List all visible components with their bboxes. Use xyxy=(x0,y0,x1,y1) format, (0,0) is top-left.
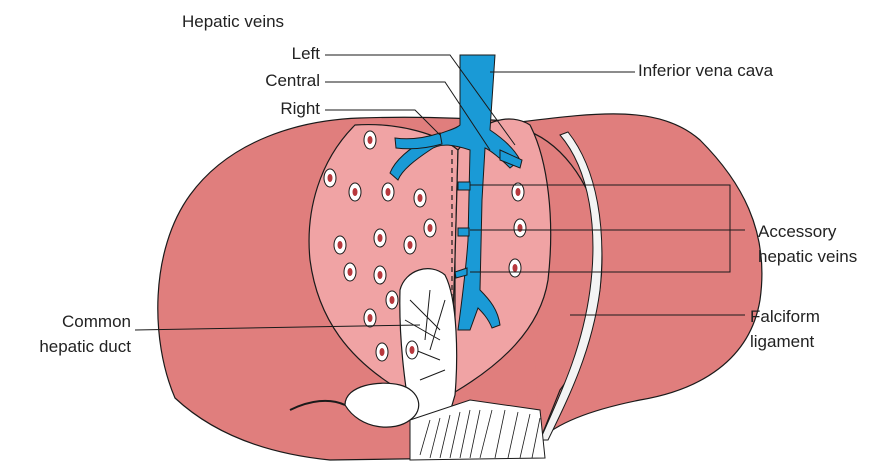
vessel-lumen xyxy=(410,346,415,354)
vessel-lumen xyxy=(348,268,353,276)
label-left: Left xyxy=(200,43,320,65)
vessel-lumen xyxy=(378,234,383,242)
vessel-lumen xyxy=(353,188,358,196)
label-falciform: Falciform xyxy=(750,306,820,328)
vessel-lumen xyxy=(368,314,373,322)
label-common: Common xyxy=(0,311,131,333)
vessel-lumen xyxy=(338,241,343,249)
vessel-lumen xyxy=(516,188,521,196)
vessel-lumen xyxy=(428,224,433,232)
label-accessory-2: hepatic veins xyxy=(758,246,857,268)
label-hepatic-duct: hepatic duct xyxy=(0,336,131,358)
vessel-lumen xyxy=(378,271,383,279)
accessory-stub-1 xyxy=(458,182,470,190)
accessory-stub-2 xyxy=(458,228,469,236)
vessel-lumen xyxy=(418,194,423,202)
vessel-lumen xyxy=(368,136,373,144)
vessel-lumen xyxy=(380,348,385,356)
vessel-lumen xyxy=(513,264,518,272)
label-hepatic-veins: Hepatic veins xyxy=(182,11,284,33)
vessel-lumen xyxy=(386,188,391,196)
label-right: Right xyxy=(200,98,320,120)
label-inferior-vena-cava: Inferior vena cava xyxy=(638,60,773,82)
label-central: Central xyxy=(200,70,320,92)
label-ligament: ligament xyxy=(750,331,814,353)
vessel-lumen xyxy=(390,296,395,304)
label-accessory-1: Accessory xyxy=(758,221,836,243)
vessel-lumen xyxy=(328,174,333,182)
vessel-lumen xyxy=(408,241,413,249)
vessel-lumen xyxy=(518,224,523,232)
